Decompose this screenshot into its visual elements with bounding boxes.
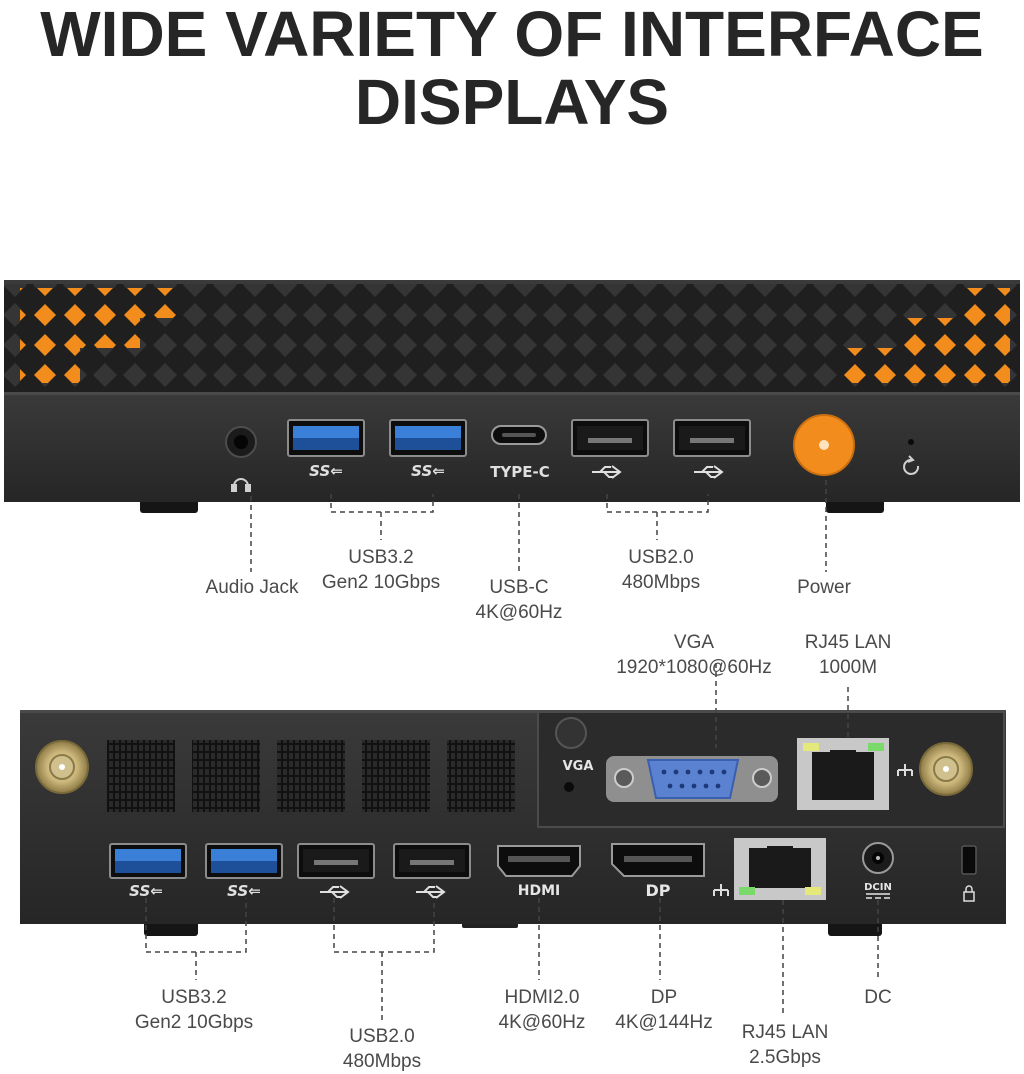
displayport-port	[611, 843, 705, 877]
panel-screw	[555, 717, 587, 749]
network-icon	[897, 764, 913, 776]
rear-leader-lines	[145, 663, 879, 1020]
ss-usb-icon: SS⇐	[227, 882, 261, 900]
front-usb2-port-2	[673, 419, 751, 457]
label-front-usb-c: USB-C 4K@60Hz	[475, 577, 563, 623]
dcin-mark: DCIN	[864, 882, 892, 893]
rear-usb3-port-2	[205, 843, 283, 879]
rear-usb2-port-2	[393, 843, 471, 879]
kensington-slot	[961, 845, 977, 875]
hdmi-port	[497, 845, 581, 877]
rj45-1000m-port	[797, 738, 889, 810]
headphone-icon	[231, 478, 251, 492]
label-hdmi: HDMI2.0 4K@60Hz	[498, 987, 586, 1033]
usb-trident-icon	[592, 465, 724, 479]
front-usb-c-port	[491, 425, 547, 445]
rear-usb3-port-1	[109, 843, 187, 879]
front-usb2-port-1	[571, 419, 649, 457]
front-unit: SS⇐ SS⇐ TYPE-C	[4, 280, 1020, 513]
front-leader-lines	[250, 480, 827, 572]
label-rear-usb32: USB3.2 Gen2 10Gbps	[134, 987, 254, 1033]
front-usb3-port-2	[389, 419, 467, 457]
rear-unit: VGA	[20, 710, 1006, 936]
ss-usb-icon: SS⇐	[309, 462, 343, 480]
rear-usb2-port-1	[297, 843, 375, 879]
type-c-mark: TYPE-C	[490, 463, 550, 481]
vga-port	[606, 756, 778, 802]
audio-jack-port	[225, 426, 257, 492]
orange-accent-left	[20, 288, 180, 383]
label-dc: DC	[864, 987, 892, 1008]
ss-usb-icon: SS⇐	[129, 882, 163, 900]
vent-1	[107, 740, 175, 812]
vent-2	[192, 740, 260, 812]
ss-usb-icon: SS⇐	[411, 462, 445, 480]
dp-mark: DP	[645, 881, 670, 900]
antenna-connector-right	[919, 742, 973, 796]
page-title-line-1: WIDE VARIETY OF INTERFACE	[40, 0, 984, 70]
label-dp: DP 4K@144Hz	[615, 987, 713, 1033]
label-front-usb20: USB2.0 480Mbps	[621, 547, 701, 593]
label-audio-jack: Audio Jack	[205, 577, 299, 598]
label-vga: VGA 1920*1080@60Hz	[616, 632, 772, 678]
vent-4	[362, 740, 430, 812]
dc-in-port	[862, 842, 894, 874]
vent-3	[277, 740, 345, 812]
vent-5	[447, 740, 515, 812]
vga-mark: VGA	[563, 759, 594, 774]
label-rj45-2-5g: RJ45 LAN 2.5Gbps	[741, 1022, 829, 1068]
front-face	[4, 392, 1020, 502]
label-power: Power	[797, 577, 851, 598]
label-rj45-1000m: RJ45 LAN 1000M	[804, 632, 892, 678]
antenna-connector-left	[35, 740, 89, 794]
label-front-usb32: USB3.2 Gen2 10Gbps	[321, 547, 441, 593]
network-icon	[713, 884, 729, 896]
reset-icon	[903, 455, 920, 475]
page-title-line-2: DISPLAYS	[354, 66, 670, 138]
panel-hole	[564, 782, 574, 792]
lock-icon	[963, 885, 975, 902]
orange-accent-right	[840, 288, 1010, 383]
front-usb3-port-1	[287, 419, 365, 457]
usb-trident-icon	[320, 885, 446, 899]
power-button	[793, 414, 855, 476]
label-rear-usb20: USB2.0 480Mbps	[342, 1026, 422, 1072]
reset-pinhole	[908, 439, 914, 445]
rj45-2-5g-port	[734, 838, 826, 900]
hdmi-mark: HDMI	[518, 883, 560, 899]
